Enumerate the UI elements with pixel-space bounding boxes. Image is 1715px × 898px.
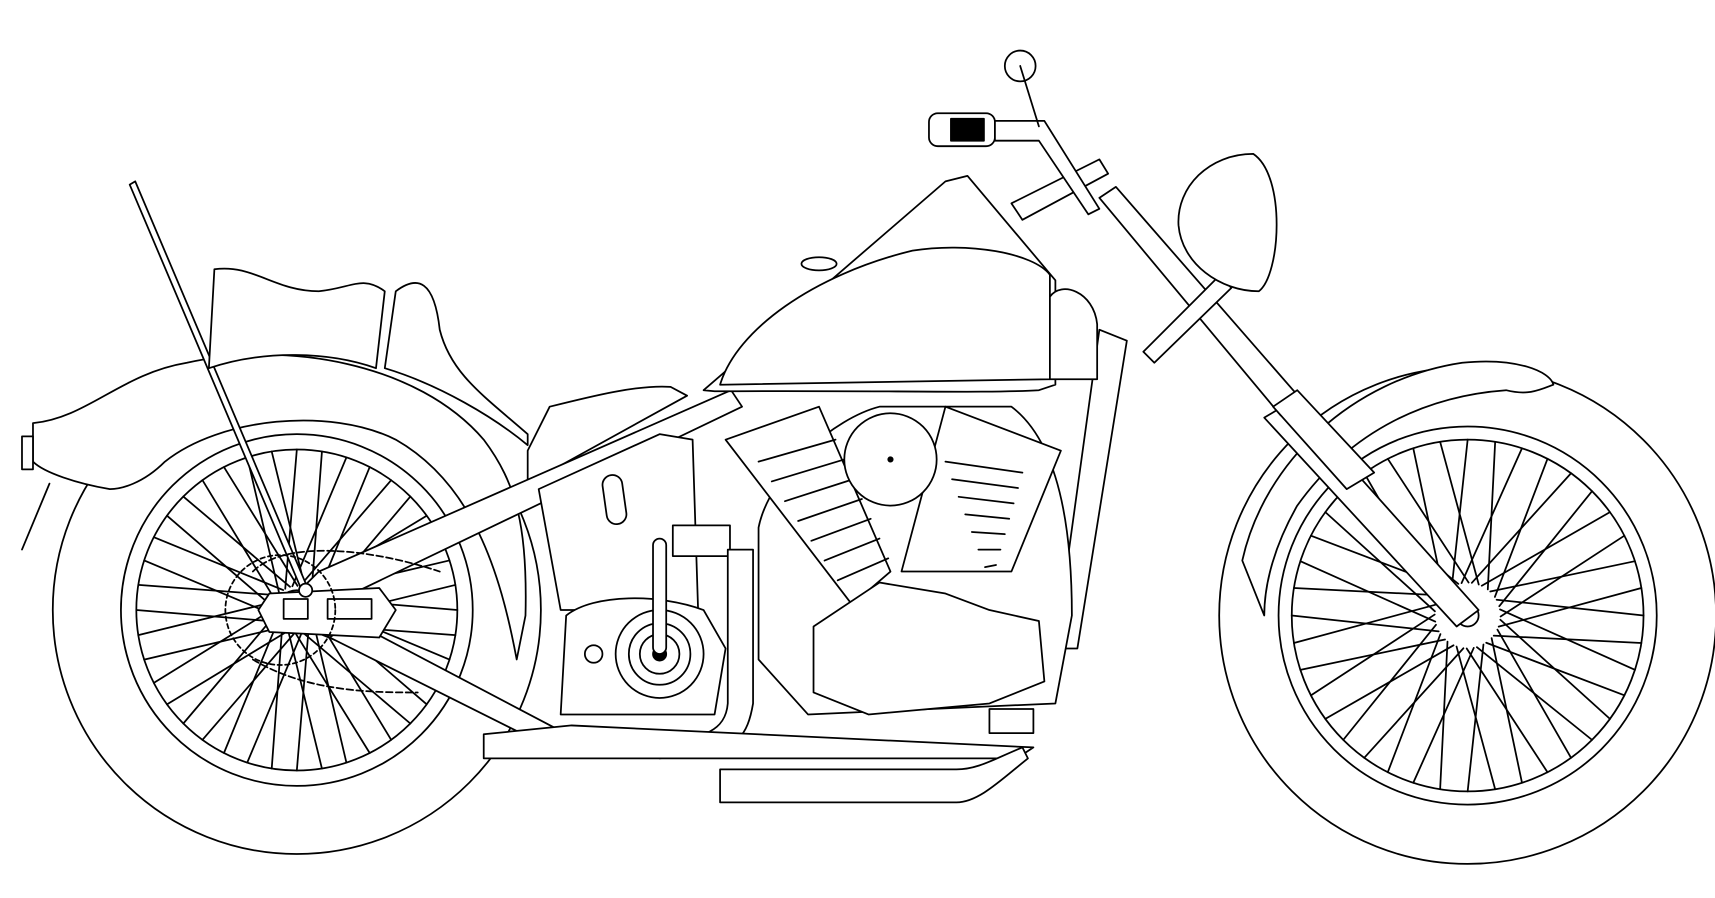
spoke (143, 626, 282, 661)
cooling-fin (797, 498, 863, 522)
spoke (295, 630, 310, 772)
spoke (152, 608, 274, 684)
spoke (1496, 628, 1572, 759)
cooling-fin (957, 495, 1015, 505)
cooling-fin (784, 478, 854, 503)
spoke (166, 630, 288, 706)
spoke (166, 514, 274, 608)
spoke (302, 632, 412, 725)
crankcase (812, 581, 1046, 716)
spoke (270, 450, 306, 589)
filler-cap (601, 474, 628, 526)
engine (559, 405, 1073, 735)
spoke (1324, 511, 1436, 613)
cooling-fin (944, 460, 1024, 474)
headlight (1177, 153, 1278, 293)
spoke (270, 628, 283, 770)
cooling-fin (810, 517, 872, 542)
spoke (284, 448, 298, 590)
spoke (246, 456, 281, 595)
fork-slider (1272, 389, 1376, 490)
spoke (201, 633, 295, 741)
spoke (1499, 618, 1611, 720)
handlebar (994, 120, 1101, 216)
shifter-box (671, 524, 731, 558)
gas-cap (800, 256, 838, 272)
passenger-seat (207, 267, 386, 370)
spoke (137, 601, 275, 637)
spoke (1450, 438, 1469, 588)
footpeg-mount (988, 708, 1035, 735)
spoke (223, 466, 299, 587)
spoke (1497, 587, 1643, 628)
spoke (152, 536, 285, 591)
cooling-fin (984, 564, 997, 569)
spoke (182, 495, 291, 588)
cooling-fin (770, 458, 846, 483)
spoke (246, 632, 303, 764)
cooling-fin (970, 531, 1006, 536)
rear-sprocket (224, 554, 337, 666)
spoke (143, 559, 274, 616)
muffler (719, 746, 1029, 804)
cooling-fin (951, 478, 1019, 489)
front-fender (1241, 360, 1555, 617)
spoke (1290, 614, 1440, 633)
chain (251, 549, 441, 694)
spoke (1470, 472, 1572, 584)
tank-panel (719, 246, 1051, 386)
spoke (1363, 647, 1465, 759)
lower-triple (1142, 273, 1233, 364)
spoke (223, 622, 278, 754)
spoke (201, 479, 276, 601)
spoke (1489, 560, 1636, 593)
spoke (182, 615, 275, 725)
mirror-stem (1019, 65, 1040, 128)
spoke (1299, 638, 1446, 671)
spoke (287, 631, 323, 770)
spoke (1480, 511, 1611, 587)
spoke (1466, 643, 1485, 793)
shifter (652, 537, 668, 655)
spoke (291, 456, 348, 588)
cooling-fin (964, 513, 1011, 520)
spoke (310, 450, 323, 592)
frame (257, 328, 1128, 743)
spoke (135, 609, 277, 623)
cooling-fin (757, 438, 837, 463)
spoke (1460, 447, 1523, 584)
spoke (1324, 644, 1455, 720)
lower-exhaust (482, 724, 1035, 760)
tank-rear (1049, 288, 1099, 381)
spoke (137, 584, 279, 597)
cylinder-fins (757, 438, 1024, 582)
cooling-fin (836, 557, 890, 582)
rider-seat (383, 282, 529, 447)
cooling-fin (823, 537, 881, 562)
spoke (1490, 637, 1523, 784)
spoke (1299, 560, 1437, 623)
tail-light (21, 435, 34, 471)
spoke (295, 633, 371, 754)
tail-bracket (21, 482, 51, 551)
spoke (1412, 647, 1475, 784)
spoke (317, 619, 393, 741)
